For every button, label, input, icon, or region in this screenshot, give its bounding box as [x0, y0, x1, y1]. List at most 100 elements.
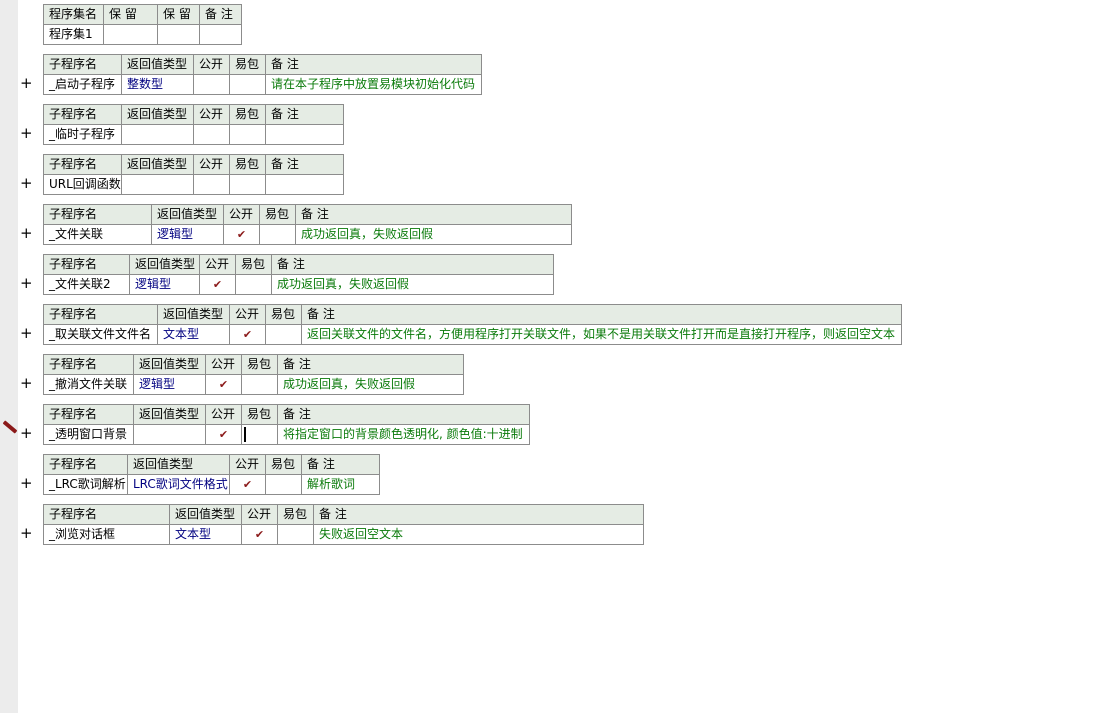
public-checkbox-cell[interactable]: ✔ — [229, 474, 266, 495]
header-name: 子程序名 — [43, 54, 122, 75]
epkg-checkbox-cell[interactable] — [229, 74, 266, 95]
header-epkg: 易包 — [241, 354, 278, 375]
return-type-cell[interactable]: LRC歌词文件格式 — [127, 474, 230, 495]
epkg-checkbox-cell[interactable] — [277, 524, 314, 545]
epkg-checkbox-cell[interactable] — [235, 274, 272, 295]
expand-plus-icon[interactable]: + — [20, 124, 33, 142]
header-epkg: 易包 — [229, 154, 266, 175]
subroutine-table: 子程序名返回值类型公开易包备 注 _透明窗口背景 ✔ 将指定窗口的背景颜色透明化, 颜… — [43, 404, 530, 445]
expand-plus-icon[interactable]: + — [20, 74, 33, 92]
expand-plus-icon[interactable]: + — [20, 374, 33, 392]
subroutine-name-cell[interactable]: _透明窗口背景 — [43, 424, 134, 445]
note-cell[interactable] — [265, 124, 344, 145]
subroutine-table: 子程序名返回值类型公开易包备 注_撤消文件关联逻辑型✔成功返回真，失败返回假 — [43, 354, 464, 395]
assembly-name-cell[interactable]: 程序集1 — [43, 24, 104, 45]
expand-plus-icon[interactable]: + — [20, 224, 33, 242]
header-note: 备 注 — [313, 504, 644, 525]
epkg-checkbox-cell[interactable] — [241, 374, 278, 395]
public-checkbox-cell[interactable]: ✔ — [241, 524, 278, 545]
check-icon: ✔ — [218, 378, 229, 391]
header-epkg: 易包 — [259, 204, 296, 225]
subroutine-name-cell[interactable]: URL回调函数 — [43, 174, 122, 195]
epkg-checkbox-cell[interactable] — [229, 174, 266, 195]
header-return-type: 返回值类型 — [157, 304, 230, 325]
public-checkbox-cell[interactable]: ✔ — [199, 274, 236, 295]
subroutine-name-cell[interactable]: _浏览对话框 — [43, 524, 170, 545]
return-type-cell[interactable] — [121, 174, 194, 195]
note-cell[interactable] — [265, 174, 344, 195]
subroutine-name-cell[interactable]: _临时子程序 — [43, 124, 122, 145]
expand-plus-icon[interactable]: + — [20, 274, 33, 292]
subroutine-name-cell[interactable]: _启动子程序 — [43, 74, 122, 95]
note-cell[interactable]: 成功返回真，失败返回假 — [295, 224, 572, 245]
check-icon: ✔ — [218, 428, 229, 441]
subroutine-name-cell[interactable]: _撤消文件关联 — [43, 374, 134, 395]
public-checkbox-cell[interactable]: ✔ — [205, 374, 242, 395]
expand-plus-icon[interactable]: + — [20, 424, 33, 442]
public-checkbox-cell[interactable]: ✔ — [229, 324, 266, 345]
epkg-checkbox-cell[interactable] — [229, 124, 266, 145]
expand-plus-icon[interactable]: + — [20, 324, 33, 342]
header-public: 公开 — [229, 454, 266, 475]
assembly-header-reserved1: 保 留 — [103, 4, 158, 25]
expand-plus-icon[interactable]: + — [20, 524, 33, 542]
header-name: 子程序名 — [43, 154, 122, 175]
header-public: 公开 — [229, 304, 266, 325]
assembly-note-cell[interactable] — [199, 24, 242, 45]
header-public: 公开 — [193, 104, 230, 125]
header-public: 公开 — [193, 154, 230, 175]
return-type-cell[interactable]: 逻辑型 — [129, 274, 200, 295]
header-return-type: 返回值类型 — [129, 254, 200, 275]
public-checkbox-cell[interactable] — [193, 124, 230, 145]
header-note: 备 注 — [277, 404, 530, 425]
header-name: 子程序名 — [43, 404, 134, 425]
note-cell[interactable]: 失败返回空文本 — [313, 524, 644, 545]
return-type-cell[interactable] — [133, 424, 206, 445]
public-checkbox-cell[interactable]: ✔ — [223, 224, 260, 245]
note-cell[interactable]: 返回关联文件的文件名，方便用程序打开关联文件，如果不是用关联文件打开而是直接打开… — [301, 324, 902, 345]
return-type-cell[interactable]: 整数型 — [121, 74, 194, 95]
header-public: 公开 — [205, 404, 242, 425]
public-checkbox-cell[interactable] — [193, 174, 230, 195]
note-cell[interactable]: 请在本子程序中放置易模块初始化代码 — [265, 74, 482, 95]
header-public: 公开 — [193, 54, 230, 75]
header-note: 备 注 — [265, 54, 482, 75]
assembly-reserved1-cell[interactable] — [103, 24, 158, 45]
header-return-type: 返回值类型 — [133, 404, 206, 425]
epkg-checkbox-cell[interactable] — [241, 424, 278, 445]
return-type-cell[interactable]: 文本型 — [169, 524, 242, 545]
subroutine-table: 子程序名返回值类型公开易包备 注_浏览对话框文本型✔失败返回空文本 — [43, 504, 644, 545]
note-cell[interactable]: 解析歌词 — [301, 474, 380, 495]
epkg-checkbox-cell[interactable] — [265, 324, 302, 345]
return-type-cell[interactable]: 逻辑型 — [151, 224, 224, 245]
expand-plus-icon[interactable]: + — [20, 474, 33, 492]
epkg-checkbox-cell[interactable] — [259, 224, 296, 245]
subroutine-name-cell[interactable]: _取关联文件文件名 — [43, 324, 158, 345]
subroutine-table: 子程序名返回值类型公开易包备 注_文件关联逻辑型✔成功返回真，失败返回假 — [43, 204, 572, 245]
header-epkg: 易包 — [241, 404, 278, 425]
subroutine-row: _临时子程序 — [43, 124, 344, 145]
return-type-cell[interactable] — [121, 124, 194, 145]
subroutine-row: _撤消文件关联逻辑型 ✔ 成功返回真，失败返回假 — [43, 374, 464, 395]
note-cell[interactable]: 成功返回真，失败返回假 — [277, 374, 464, 395]
subroutine-name-cell[interactable]: _文件关联2 — [43, 274, 130, 295]
header-public: 公开 — [205, 354, 242, 375]
public-checkbox-cell[interactable]: ✔ — [205, 424, 242, 445]
subroutine-name-cell[interactable]: _LRC歌词解析 — [43, 474, 128, 495]
note-cell[interactable]: 成功返回真，失败返回假 — [271, 274, 554, 295]
assembly-header-reserved2: 保 留 — [157, 4, 200, 25]
note-cell[interactable]: 将指定窗口的背景颜色透明化, 颜色值:十进制 — [277, 424, 530, 445]
header-note: 备 注 — [271, 254, 554, 275]
return-type-cell[interactable]: 逻辑型 — [133, 374, 206, 395]
expand-plus-icon[interactable]: + — [20, 174, 33, 192]
assembly-reserved2-cell[interactable] — [157, 24, 200, 45]
subroutine-table: 子程序名返回值类型公开易包备 注_取关联文件文件名文本型✔返回关联文件的文件名，… — [43, 304, 902, 345]
epkg-checkbox-cell[interactable] — [265, 474, 302, 495]
return-type-cell[interactable]: 文本型 — [157, 324, 230, 345]
subroutine-name-cell[interactable]: _文件关联 — [43, 224, 152, 245]
subroutine-table: 子程序名返回值类型公开易包备 注_启动子程序整数型请在本子程序中放置易模块初始化… — [43, 54, 482, 95]
public-checkbox-cell[interactable] — [193, 74, 230, 95]
